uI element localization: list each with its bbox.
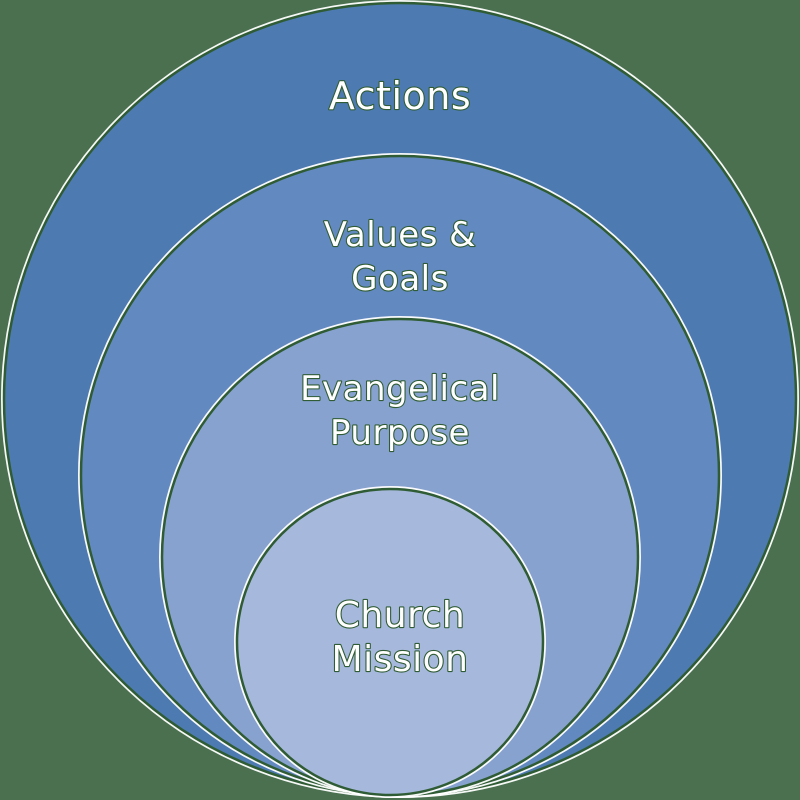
ring-label-line: Values & <box>324 215 476 255</box>
ring-label-line: Church <box>335 595 465 636</box>
ring-label-line: Mission <box>332 639 469 680</box>
ring-label-actions: Actions <box>329 74 471 118</box>
ring-label-values-goals: Values &Goals <box>324 215 476 299</box>
ring-label-line: Evangelical <box>300 369 500 409</box>
ring-label-line: Actions <box>329 74 471 118</box>
ring-circle-church-mission[interactable] <box>235 487 545 797</box>
ring-label-line: Goals <box>351 259 449 299</box>
ring-label-line: Purpose <box>330 413 470 453</box>
